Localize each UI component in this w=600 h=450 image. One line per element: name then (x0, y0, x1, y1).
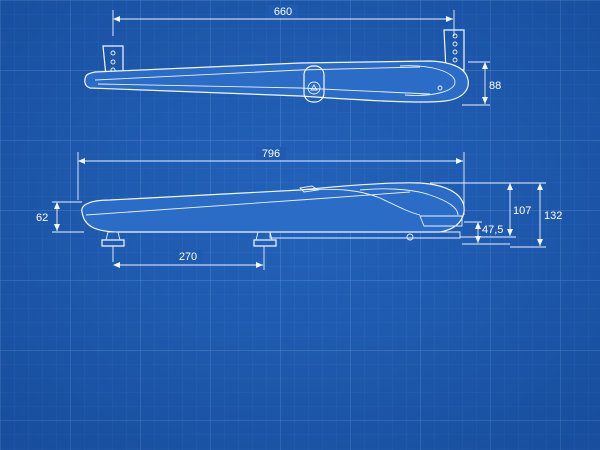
dimension-label-270-bg (173, 250, 203, 263)
bracket-hole (110, 50, 116, 56)
right-mount-bracket (443, 29, 465, 71)
dimension-label-62: 62 (36, 212, 48, 224)
top-motor-cover (399, 65, 456, 96)
dimension-label-107: 107 (513, 205, 531, 217)
side-motor-cover (359, 188, 459, 216)
bracket-hole (452, 57, 458, 63)
side-release-key (299, 185, 320, 193)
dimension-label-88: 88 (489, 80, 501, 92)
bracket-hole (452, 49, 458, 55)
dimension-label-796-bg (256, 147, 286, 160)
side-contour-line (85, 191, 411, 216)
bracket-hole (110, 59, 116, 65)
top-view: 660 88 (84, 5, 501, 106)
dimension-label-47: 47,5 (482, 224, 503, 236)
top-contour-line (97, 83, 431, 95)
dimension-label-660: 660 (274, 6, 292, 18)
dimension-label-796: 796 (262, 148, 280, 160)
pivot-point (437, 85, 443, 91)
bracket-hole (452, 33, 458, 39)
side-base-plate (269, 231, 461, 239)
side-cover-line (299, 188, 421, 216)
bracket-hole (452, 41, 458, 47)
left-foot-mount (105, 231, 121, 241)
dimension-label-270: 270 (179, 251, 197, 263)
release-key-housing (303, 65, 325, 103)
top-contour-line (94, 66, 421, 81)
release-lock-symbol (310, 84, 318, 91)
side-arm-end (419, 215, 463, 227)
dimension-label-660-bg (268, 5, 298, 18)
rear-foot-mount (255, 231, 273, 241)
side-view: 796 270 62 47,5 1 (36, 147, 562, 270)
side-pivot-pin (406, 233, 414, 241)
dimension-label-132: 132 (544, 210, 562, 222)
release-lock-icon (307, 81, 321, 95)
